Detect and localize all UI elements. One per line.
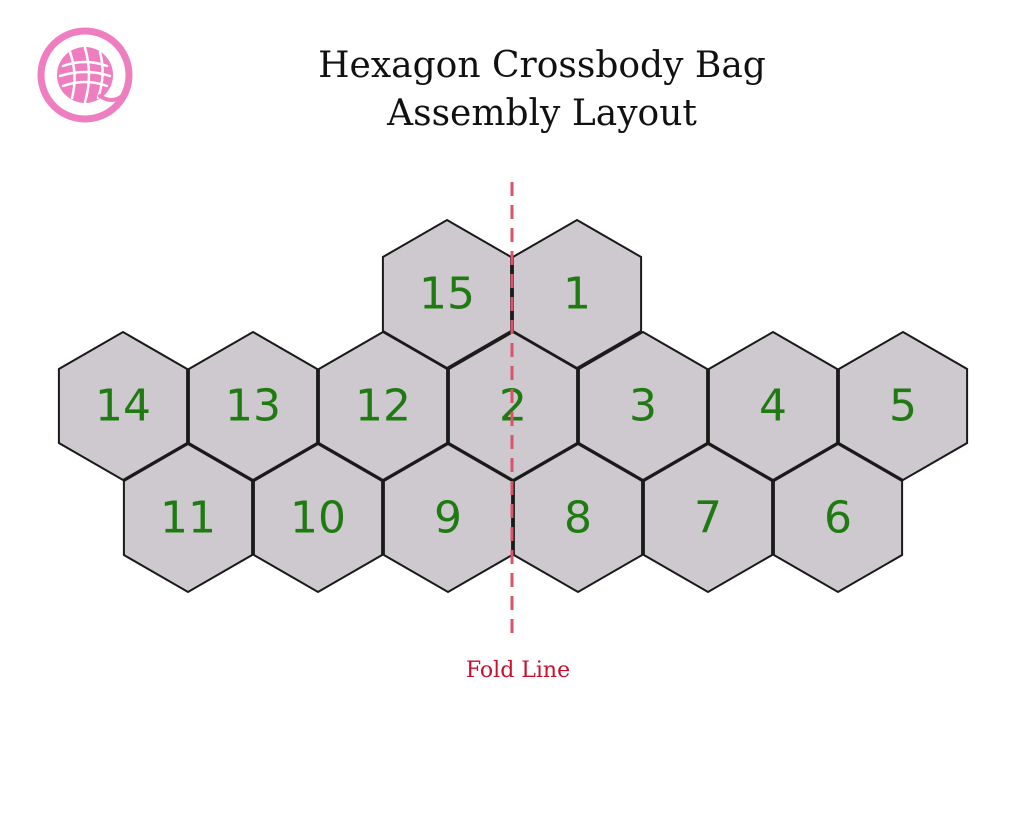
hexagon-number: 5 <box>889 381 917 432</box>
hexagon-number: 1 <box>563 269 591 320</box>
yarn-ball-icon <box>37 27 133 123</box>
hexagon-14: 14 <box>57 330 189 482</box>
hexagon-shape <box>577 330 709 482</box>
hexagon-12: 12 <box>317 330 449 482</box>
hexagon-number: 7 <box>694 493 722 544</box>
hexagon-shape <box>57 330 189 482</box>
hexagon-shape <box>447 330 579 482</box>
hexagon-shape <box>187 330 319 482</box>
hexagon-4: 4 <box>707 330 839 482</box>
hexagon-9: 9 <box>382 442 514 594</box>
hexagon-shape <box>707 330 839 482</box>
hexagon-shape <box>772 442 904 594</box>
fold-line-label: Fold Line <box>466 658 570 683</box>
hexagon-3: 3 <box>577 330 709 482</box>
hexagon-number: 13 <box>225 381 281 432</box>
hexagon-number: 9 <box>434 493 462 544</box>
hexagon-6: 6 <box>772 442 904 594</box>
hexagon-11: 11 <box>122 442 254 594</box>
title-line-2: Assembly Layout <box>386 93 697 134</box>
hexagon-number: 14 <box>95 381 151 432</box>
hexagon-number: 6 <box>824 493 852 544</box>
hexagon-10: 10 <box>252 442 384 594</box>
hexagon-7: 7 <box>642 442 774 594</box>
hexagon-shape <box>122 442 254 594</box>
hexagon-number: 8 <box>564 493 592 544</box>
hexagon-number: 15 <box>419 269 475 320</box>
hexagon-number: 10 <box>290 493 346 544</box>
hexagon-shape <box>317 330 449 482</box>
hexagon-8: 8 <box>512 442 644 594</box>
hexagon-number: 4 <box>759 381 787 432</box>
hexagon-shape <box>837 330 969 482</box>
hexagon-2: 2 <box>447 330 579 482</box>
hexagon-shape <box>512 442 644 594</box>
hexagon-number: 12 <box>355 381 411 432</box>
hexagon-number: 3 <box>629 381 657 432</box>
hexagon-shape <box>252 442 384 594</box>
hexagon-shape <box>642 442 774 594</box>
hexagon-5: 5 <box>837 330 969 482</box>
hexagon-number: 11 <box>160 493 216 544</box>
hexagon-13: 13 <box>187 330 319 482</box>
title-line-1: Hexagon Crossbody Bag <box>318 45 766 86</box>
